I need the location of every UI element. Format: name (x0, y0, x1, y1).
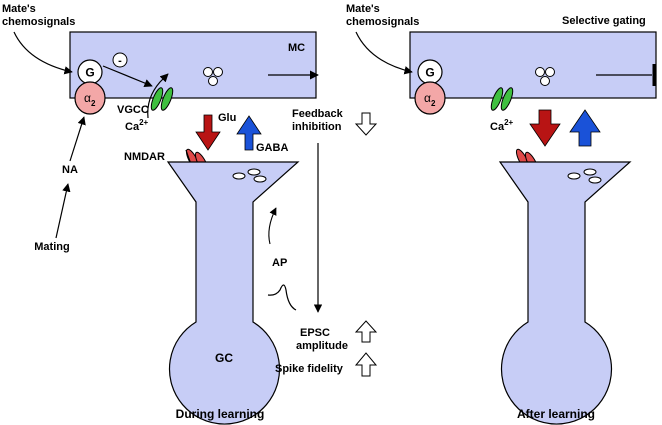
epsc-label: EPSC amplitude (296, 327, 348, 352)
chemosignals-arrow-right (355, 31, 413, 75)
mc-vesicle (208, 76, 218, 86)
ap-curve-arrow (268, 207, 277, 245)
feedback-label: Feedback inhibition (292, 108, 346, 133)
mc-vesicle (203, 67, 213, 77)
mc-vesicle (213, 67, 223, 77)
epsc-up-arrow (354, 320, 378, 343)
gc-vesicle (232, 172, 246, 180)
alpha2-receptor (74, 81, 106, 115)
after-learning-caption: After learning (517, 407, 595, 421)
selective-gating-label: Selective gating (562, 15, 646, 27)
during-learning-caption: During learning (176, 407, 265, 421)
granule-cell (166, 161, 300, 425)
mc-vesicle-right (545, 67, 555, 77)
ap-label: AP (272, 257, 287, 269)
mc-label: MC (288, 42, 305, 54)
gc-vesicle-right (588, 176, 602, 184)
panel-after-learning: Mate's chemosignals Selective gating G α… (346, 3, 657, 425)
gc-vesicle-right (583, 168, 597, 176)
gc-vesicle (253, 175, 267, 183)
mates-chemosignals-label-right: Mate's chemosignals (346, 3, 419, 28)
glu-arrow (195, 114, 221, 151)
alpha2-label-right: α2 (424, 91, 436, 108)
gc-label: GC (215, 351, 233, 365)
granule-cell-right (498, 161, 632, 425)
ca-influx-arrow (147, 73, 169, 119)
vgcc-left (150, 87, 164, 111)
alpha2-label: α2 (84, 91, 96, 108)
glu-label: Glu (218, 112, 236, 124)
gc-vesicle-right (567, 172, 581, 180)
minus-circle (112, 52, 128, 68)
panel-during-learning: MC Mate's chemosignals G - α2 VGCC Ca2+ (2, 3, 378, 425)
minus-label: - (118, 55, 122, 67)
vgcc-right-left (490, 87, 504, 111)
spike-up-arrow (354, 352, 378, 377)
gaba-label: GABA (256, 142, 288, 154)
g-label: G (85, 66, 94, 80)
nmdar-label: NMDAR (124, 151, 165, 163)
ap-trace (267, 284, 297, 311)
alpha2-receptor-right (414, 81, 446, 115)
feedback-down-arrow (354, 112, 378, 136)
ca-label-left: Ca2+ (125, 118, 149, 133)
glu-arrow-right (529, 109, 561, 147)
mates-chemosignals-label: Mate's chemosignals (2, 3, 75, 28)
gaba-arrow-right (569, 109, 601, 147)
chemosignals-arrow (13, 31, 73, 75)
vgcc-right (160, 87, 174, 111)
g-to-vgcc-arrow (102, 65, 153, 88)
vgcc-right-right (500, 87, 514, 111)
gc-vesicle (247, 168, 261, 176)
mitral-cell-right (409, 31, 657, 99)
mates-line1: Mate's (2, 3, 36, 15)
mates-line2: chemosignals (2, 16, 75, 28)
spike-fidelity-label: Spike fidelity (275, 363, 344, 375)
mc-vesicle-right (535, 67, 545, 77)
vgcc-label: VGCC (117, 104, 149, 116)
gaba-arrow (236, 115, 262, 151)
ca-label-right: Ca2+ (490, 118, 514, 133)
mitral-cell (69, 31, 317, 99)
na-label: NA (62, 164, 78, 176)
mating-arrow (55, 183, 71, 239)
mating-label: Mating (34, 241, 69, 253)
g-label-right: G (425, 66, 434, 80)
mc-vesicle-right (540, 76, 550, 86)
na-arrow (69, 116, 86, 162)
